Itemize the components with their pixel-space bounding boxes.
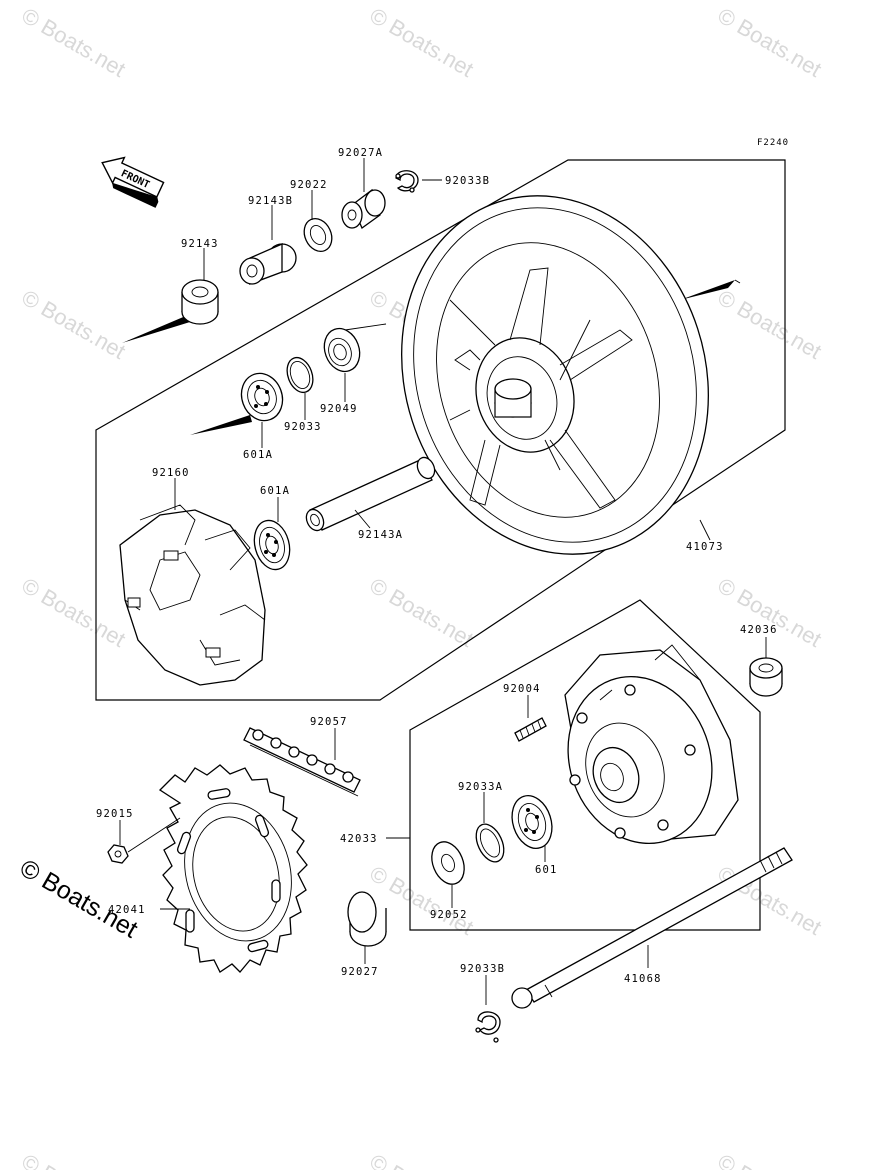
seal-92052 bbox=[431, 841, 465, 885]
label-92033B-bottom: 92033B bbox=[460, 963, 505, 975]
chain-92057 bbox=[243, 727, 361, 797]
collar-92027 bbox=[347, 891, 387, 947]
label-92033B-top: 92033B bbox=[445, 175, 490, 187]
label-92022: 92022 bbox=[290, 179, 328, 191]
watermark: © Boats.net bbox=[366, 3, 478, 82]
stud-92004 bbox=[514, 717, 547, 742]
label-601A-top: 601A bbox=[243, 449, 273, 461]
collar-92143B bbox=[239, 243, 297, 285]
label-92033: 92033 bbox=[284, 421, 322, 433]
washer-92022 bbox=[303, 217, 333, 253]
watermark: © Boats.net bbox=[18, 285, 130, 364]
watermark: © Boats.net bbox=[366, 1149, 478, 1170]
damper-92160 bbox=[119, 504, 266, 686]
label-92052: 92052 bbox=[430, 909, 468, 921]
hub-assembly-frame bbox=[409, 599, 761, 931]
collar-42036 bbox=[749, 657, 783, 697]
label-41073: 41073 bbox=[686, 541, 724, 553]
label-42041: 42041 bbox=[108, 904, 146, 916]
watermark: © Boats.net bbox=[714, 285, 826, 364]
watermark: © Boats.net bbox=[714, 573, 826, 652]
wheel-assembly-frame bbox=[95, 159, 786, 701]
label-92143: 92143 bbox=[181, 238, 219, 250]
wheel-41073 bbox=[401, 195, 709, 555]
watermark: © Boats.net bbox=[18, 3, 130, 82]
label-92143A: 92143A bbox=[358, 529, 403, 541]
collar-92143 bbox=[181, 279, 219, 325]
axis-pointer bbox=[190, 415, 252, 435]
watermark: © Boats.net bbox=[18, 573, 130, 652]
label-92004: 92004 bbox=[503, 683, 541, 695]
label-92057: 92057 bbox=[310, 716, 348, 728]
watermark: © Boats.net bbox=[366, 573, 478, 652]
label-601A-mid: 601A bbox=[260, 485, 290, 497]
figure-code: F2240 bbox=[757, 138, 789, 148]
label-42036: 42036 bbox=[740, 624, 778, 636]
bearing-601A-mid bbox=[253, 519, 291, 571]
label-41068: 41068 bbox=[624, 973, 662, 985]
hub-42033 bbox=[564, 644, 739, 845]
sprocket-42041 bbox=[158, 764, 308, 973]
circlip-92033B-top bbox=[395, 170, 419, 193]
label-92143B: 92143B bbox=[248, 195, 293, 207]
label-42033: 42033 bbox=[340, 833, 378, 845]
label-92027: 92027 bbox=[341, 966, 379, 978]
watermark: © Boats.net bbox=[714, 1149, 826, 1170]
circlip-92033A bbox=[475, 823, 505, 863]
bearing-601A-top bbox=[240, 372, 284, 422]
front-arrow-icon: FRONT bbox=[101, 156, 165, 208]
axis-pointer bbox=[122, 315, 190, 343]
circlip-92033 bbox=[286, 356, 314, 394]
label-92015: 92015 bbox=[96, 808, 134, 820]
watermark: © Boats.net bbox=[18, 1149, 130, 1170]
leader bbox=[699, 519, 711, 541]
spacer-92143A bbox=[305, 456, 436, 532]
watermark-main: © Boats.net bbox=[15, 854, 142, 944]
label-92049: 92049 bbox=[320, 403, 358, 415]
nut-92015 bbox=[107, 817, 181, 864]
axis-pointer bbox=[680, 280, 735, 300]
collar-92027A bbox=[341, 188, 386, 229]
label-92160: 92160 bbox=[152, 467, 190, 479]
label-92027A: 92027A bbox=[338, 147, 383, 159]
axle-41068 bbox=[511, 847, 793, 1009]
watermark: © Boats.net bbox=[714, 3, 826, 82]
seal-92049 bbox=[323, 327, 361, 373]
label-601: 601 bbox=[535, 864, 558, 876]
bearing-601 bbox=[511, 795, 553, 849]
label-92033A: 92033A bbox=[458, 781, 503, 793]
circlip-92033B-bottom bbox=[475, 1011, 501, 1043]
